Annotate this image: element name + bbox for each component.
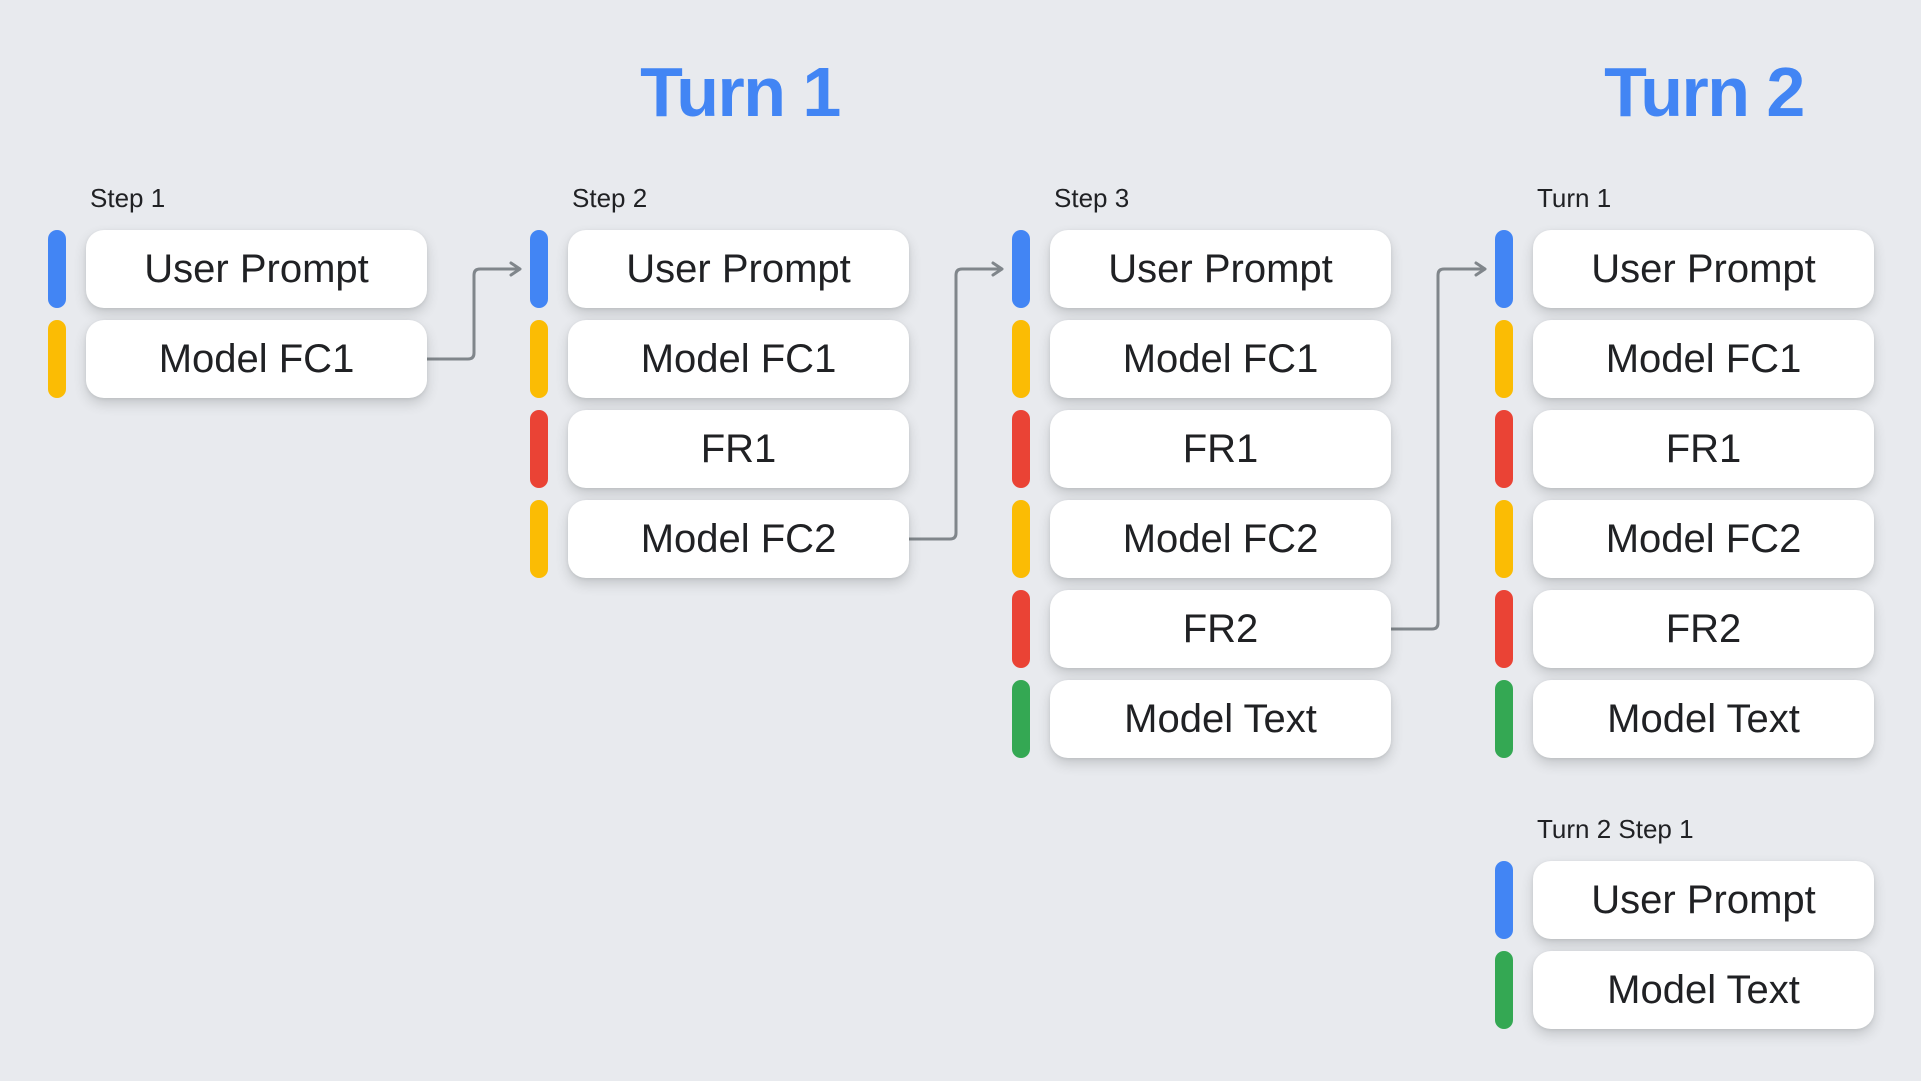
box-label: FR1	[700, 427, 777, 471]
box-label: User Prompt	[1591, 878, 1816, 922]
box-label: Model FC1	[1122, 337, 1319, 381]
box-label: Model FC1	[158, 337, 355, 381]
box-label: FR2	[1665, 607, 1742, 651]
box-label: Model FC1	[640, 337, 837, 381]
model-fc1-box: Model FC1	[1050, 320, 1391, 398]
user-prompt-box: User Prompt	[1533, 861, 1874, 939]
box-label: FR1	[1182, 427, 1259, 471]
user-prompt-box: User Prompt	[1533, 230, 1874, 308]
user-prompt-color-bar	[48, 230, 66, 308]
box-label: Model Text	[1124, 697, 1317, 741]
model-fc2-box: Model FC2	[568, 500, 909, 578]
model-text-color-bar	[1012, 680, 1030, 758]
model-fc1-box: Model FC1	[568, 320, 909, 398]
box-label: Model Text	[1607, 697, 1800, 741]
model-fc1-color-bar	[1012, 320, 1030, 398]
model-fc2-box: Model FC2	[1050, 500, 1391, 578]
model-fc2-color-bar	[1012, 500, 1030, 578]
box-label: FR1	[1665, 427, 1742, 471]
box-label: Model FC2	[640, 517, 837, 561]
model-text-box: Model Text	[1050, 680, 1391, 758]
fr1-box: FR1	[1533, 410, 1874, 488]
column-label: Turn 2 Step 1	[1537, 814, 1694, 844]
model-fc1-color-bar	[48, 320, 66, 398]
box-label: User Prompt	[1108, 247, 1333, 291]
box-label: User Prompt	[144, 247, 369, 291]
model-fc2-color-bar	[1495, 500, 1513, 578]
arrow-step-3-fr2-to-turn-1	[1391, 261, 1487, 631]
fr1-color-bar	[530, 410, 548, 488]
user-prompt-color-bar	[1012, 230, 1030, 308]
user-prompt-box: User Prompt	[568, 230, 909, 308]
fr2-box: FR2	[1050, 590, 1391, 668]
fr1-color-bar	[1012, 410, 1030, 488]
box-label: FR2	[1182, 607, 1259, 651]
column-label: Step 1	[90, 183, 166, 213]
column-label: Turn 1	[1537, 183, 1612, 213]
arrow-step-1-model-fc1-to-step-2	[427, 261, 522, 361]
fr2-box: FR2	[1533, 590, 1874, 668]
user-prompt-box: User Prompt	[1050, 230, 1391, 308]
user-prompt-color-bar	[530, 230, 548, 308]
model-text-box: Model Text	[1533, 951, 1874, 1029]
user-prompt-color-bar	[1495, 861, 1513, 939]
fr1-color-bar	[1495, 410, 1513, 488]
column-label: Step 3	[1054, 183, 1130, 213]
model-text-color-bar	[1495, 951, 1513, 1029]
box-label: Model FC1	[1605, 337, 1802, 381]
box-label: Model Text	[1607, 968, 1800, 1012]
model-text-box: Model Text	[1533, 680, 1874, 758]
column-label: Step 2	[572, 183, 648, 213]
arrow-step-2-model-fc2-to-step-3	[909, 261, 1004, 541]
user-prompt-box: User Prompt	[86, 230, 427, 308]
box-label: Model FC2	[1605, 517, 1802, 561]
fr1-box: FR1	[1050, 410, 1391, 488]
box-label: User Prompt	[1591, 247, 1816, 291]
fr1-box: FR1	[568, 410, 909, 488]
turn-2-heading: Turn 2	[1604, 53, 1805, 131]
box-label: User Prompt	[626, 247, 851, 291]
model-fc1-color-bar	[530, 320, 548, 398]
model-fc1-color-bar	[1495, 320, 1513, 398]
box-label: Model FC2	[1122, 517, 1319, 561]
model-fc1-box: Model FC1	[1533, 320, 1874, 398]
user-prompt-color-bar	[1495, 230, 1513, 308]
fr2-color-bar	[1012, 590, 1030, 668]
model-fc2-color-bar	[530, 500, 548, 578]
model-fc2-box: Model FC2	[1533, 500, 1874, 578]
model-fc1-box: Model FC1	[86, 320, 427, 398]
turn-1-heading: Turn 1	[640, 53, 841, 131]
fr2-color-bar	[1495, 590, 1513, 668]
model-text-color-bar	[1495, 680, 1513, 758]
